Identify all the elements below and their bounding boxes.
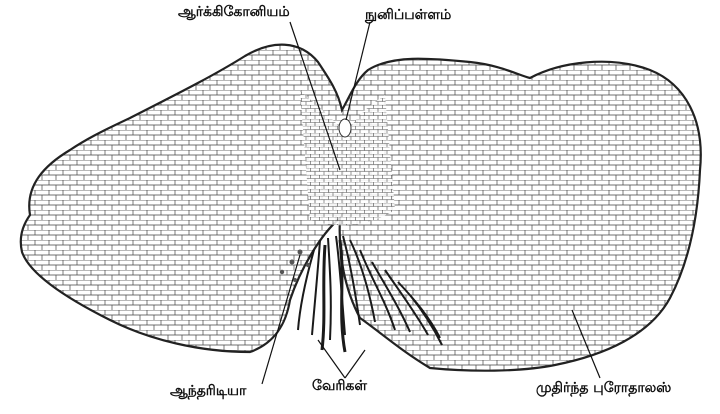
label-antheridia: ஆந்தரிடியா (170, 383, 246, 399)
label-rhizoids: வேரிகள் (312, 378, 367, 394)
label-archegonium: ஆர்க்கிகோனியம் (178, 4, 290, 20)
leader-rhizoids-left (318, 340, 345, 378)
apical-notch (339, 119, 351, 137)
label-mature-prothallus: முதிர்ந்த புரோதாலஸ் (536, 380, 671, 396)
label-apical-notch: நுனிப்பள்ளம் (365, 7, 451, 23)
leader-rhizoids-right (345, 350, 365, 378)
